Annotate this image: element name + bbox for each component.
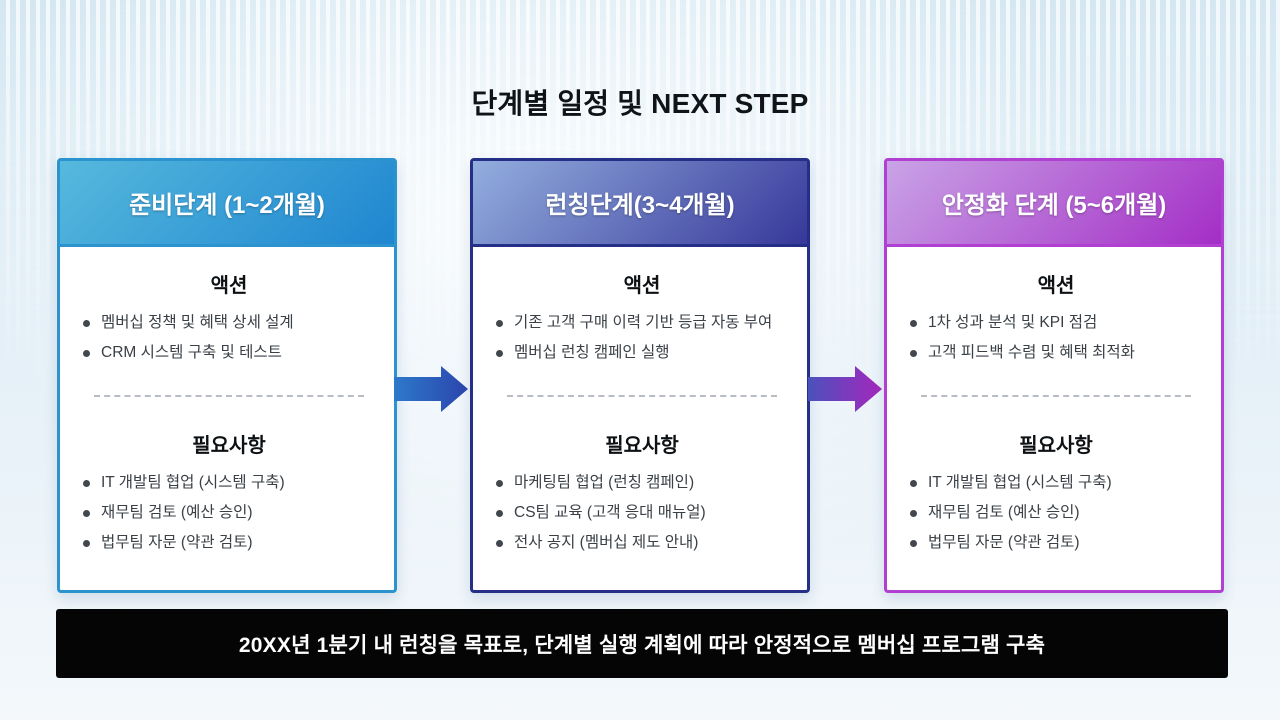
list-item: 멤버십 런칭 캠페인 실행	[493, 338, 795, 368]
requirement-list: 마케팅팀 협업 (런칭 캠페인) CS팀 교육 (고객 응대 매뉴얼) 전사 공…	[489, 468, 795, 558]
phase-body: 액션 1차 성과 분석 및 KPI 점검 고객 피드백 수렴 및 혜택 최적화 …	[887, 269, 1221, 558]
action-section-title: 액션	[1037, 275, 1075, 297]
list-item: CRM 시스템 구축 및 테스트	[80, 338, 382, 368]
phase-card-launch: 런칭단계(3~4개월) 액션 기존 고객 구매 이력 기반 등급 자동 부여 멤…	[470, 158, 810, 593]
phase-body: 액션 기존 고객 구매 이력 기반 등급 자동 부여 멤버십 런칭 캠페인 실행…	[473, 269, 807, 558]
requirement-list: IT 개발팀 협업 (시스템 구축) 재무팀 검토 (예산 승인) 법무팀 자문…	[76, 468, 382, 558]
summary-text: 20XX년 1분기 내 런칭을 목표로, 단계별 실행 계획에 따라 안정적으로…	[238, 633, 1046, 657]
list-item: 1차 성과 분석 및 KPI 점검	[907, 308, 1209, 338]
requirement-section-title: 필요사항	[605, 435, 679, 457]
requirement-list: IT 개발팀 협업 (시스템 구축) 재무팀 검토 (예산 승인) 법무팀 자문…	[903, 468, 1209, 558]
phase-body: 액션 멤버십 정책 및 혜택 상세 설계 CRM 시스템 구축 및 테스트 필요…	[60, 269, 394, 558]
list-item: IT 개발팀 협업 (시스템 구축)	[907, 468, 1209, 498]
action-list: 멤버십 정책 및 혜택 상세 설계 CRM 시스템 구축 및 테스트	[76, 308, 382, 368]
list-item: 기존 고객 구매 이력 기반 등급 자동 부여	[493, 308, 795, 338]
list-item: IT 개발팀 협업 (시스템 구축)	[80, 468, 382, 498]
list-item: 재무팀 검토 (예산 승인)	[907, 498, 1209, 528]
phase-card-preparation: 준비단계 (1~2개월) 액션 멤버십 정책 및 혜택 상세 설계 CRM 시스…	[57, 158, 397, 593]
dashed-divider	[94, 395, 364, 397]
action-list: 기존 고객 구매 이력 기반 등급 자동 부여 멤버십 런칭 캠페인 실행	[489, 308, 795, 368]
list-item: 고객 피드백 수렴 및 혜택 최적화	[907, 338, 1209, 368]
list-item: 법무팀 자문 (약관 검토)	[907, 528, 1209, 558]
phase-header: 준비단계 (1~2개월)	[60, 161, 394, 247]
phase-header: 런칭단계(3~4개월)	[473, 161, 807, 247]
phase-card-stabilization: 안정화 단계 (5~6개월) 액션 1차 성과 분석 및 KPI 점검 고객 피…	[884, 158, 1224, 593]
list-item: CS팀 교육 (고객 응대 매뉴얼)	[493, 498, 795, 528]
action-list: 1차 성과 분석 및 KPI 점검 고객 피드백 수렴 및 혜택 최적화	[903, 308, 1209, 368]
list-item: 멤버십 정책 및 혜택 상세 설계	[80, 308, 382, 338]
right-arrow-icon	[394, 366, 468, 412]
requirement-section-title: 필요사항	[1019, 435, 1093, 457]
summary-banner: 20XX년 1분기 내 런칭을 목표로, 단계별 실행 계획에 따라 안정적으로…	[56, 609, 1228, 678]
requirement-section-title: 필요사항	[192, 435, 266, 457]
list-item: 마케팅팀 협업 (런칭 캠페인)	[493, 468, 795, 498]
list-item: 재무팀 검토 (예산 승인)	[80, 498, 382, 528]
dashed-divider	[921, 395, 1191, 397]
right-arrow-icon	[808, 366, 882, 412]
action-section-title: 액션	[623, 275, 661, 297]
list-item: 법무팀 자문 (약관 검토)	[80, 528, 382, 558]
phase-header: 안정화 단계 (5~6개월)	[887, 161, 1221, 247]
action-section-title: 액션	[210, 275, 248, 297]
page-title: 단계별 일정 및 NEXT STEP	[471, 88, 809, 119]
dashed-divider	[507, 395, 777, 397]
list-item: 전사 공지 (멤버십 제도 안내)	[493, 528, 795, 558]
